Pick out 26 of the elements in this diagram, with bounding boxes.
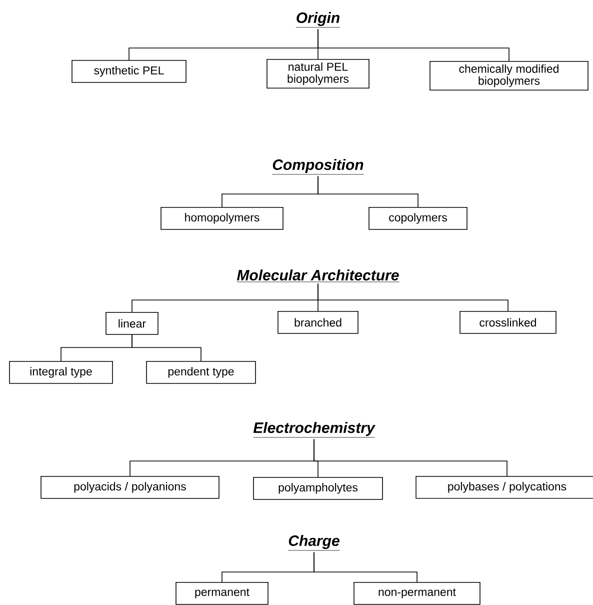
heading: Molecular Architecture [236, 270, 400, 282]
category-box: linear [106, 312, 158, 335]
category-box: polybases / polycations [416, 476, 593, 499]
category-box: integral type [9, 361, 113, 384]
connector-line [318, 176, 418, 208]
category-box: chemically modified biopolymers [430, 61, 588, 91]
connector-line [314, 552, 418, 582]
category-box: copolymers [368, 207, 468, 230]
category-box: polyampholytes [253, 477, 383, 500]
heading: Composition [272, 159, 364, 175]
category-box: natural PEL biopolymers [266, 59, 370, 89]
heading: Electrochemistry [252, 422, 376, 438]
heading: Origin [296, 12, 340, 28]
connector-line [318, 283, 508, 312]
connector-line [318, 28, 510, 62]
category-box: pendent type [146, 361, 256, 384]
category-box: polyacids / polyanions [40, 476, 220, 499]
connector-line [314, 438, 508, 476]
category-box: non-permanent [354, 582, 480, 605]
category-box: synthetic PEL [72, 60, 186, 83]
category-box: homopolymers [160, 207, 284, 230]
category-box: branched [278, 311, 358, 334]
connector-line [132, 334, 202, 362]
heading: Charge [288, 535, 340, 551]
category-box: permanent [176, 582, 268, 605]
category-box: crosslinked [460, 311, 556, 334]
